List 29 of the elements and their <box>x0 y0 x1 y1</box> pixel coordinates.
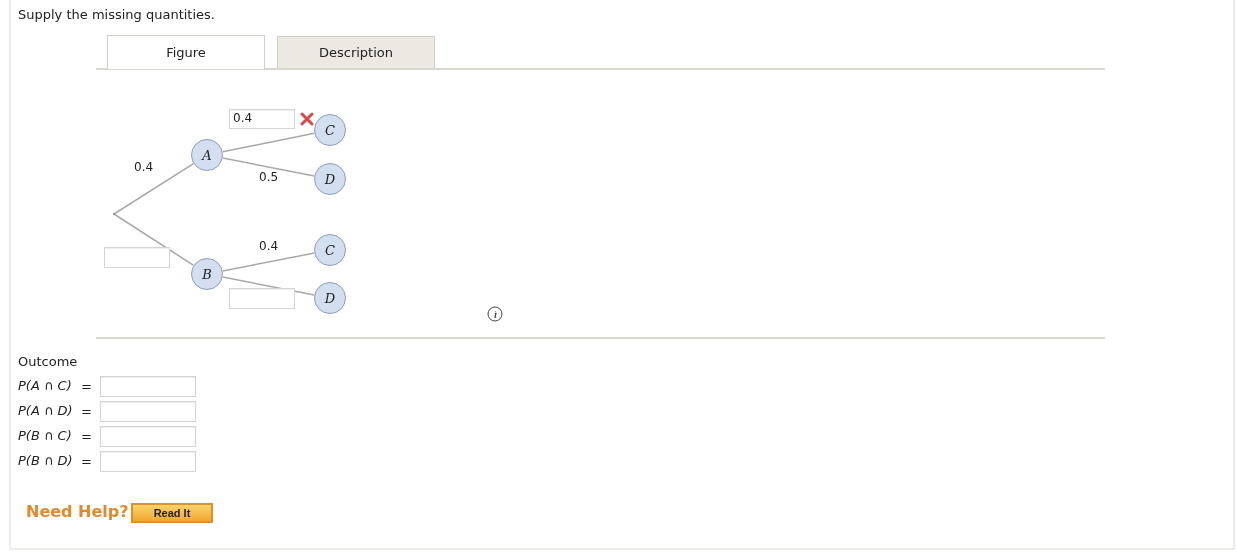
equals-sign: = <box>81 429 92 444</box>
answer-field: 0.4 <box>229 109 295 129</box>
edge-label: 0.5 <box>259 170 279 184</box>
probability-expression: P(B ∩ C) <box>18 428 72 443</box>
probability-expression: P(B ∩ D) <box>18 453 73 468</box>
equals-sign: = <box>81 454 92 469</box>
branch-line <box>221 157 316 177</box>
edge-label: 0.4 <box>134 160 154 174</box>
edge-label: 0.4 <box>259 239 279 253</box>
help-heading: Need Help? <box>26 502 129 521</box>
outcome-circle: D <box>314 282 346 314</box>
outcome-circle: B <box>191 258 223 290</box>
branch-line <box>113 162 195 215</box>
outcome-circle: D <box>314 163 346 195</box>
description-tab: Description <box>277 36 435 68</box>
probability-expression: P(A ∩ C) <box>18 378 72 393</box>
branch-line <box>221 252 316 272</box>
probability-expression: P(A ∩ D) <box>18 403 73 418</box>
outcome-heading: Outcome <box>18 354 78 369</box>
figure-tab: Figure <box>107 35 265 69</box>
branch-line <box>221 132 316 153</box>
equals-sign: = <box>81 379 92 394</box>
instruction-text: Supply the missing quantities. <box>18 7 215 22</box>
outcome-circle: C <box>314 234 346 266</box>
outcome-circle: A <box>191 139 223 171</box>
equals-sign: = <box>81 404 92 419</box>
branch-line <box>113 213 195 267</box>
read-it-button: Read It <box>131 503 213 523</box>
outcome-circle: C <box>314 114 346 146</box>
